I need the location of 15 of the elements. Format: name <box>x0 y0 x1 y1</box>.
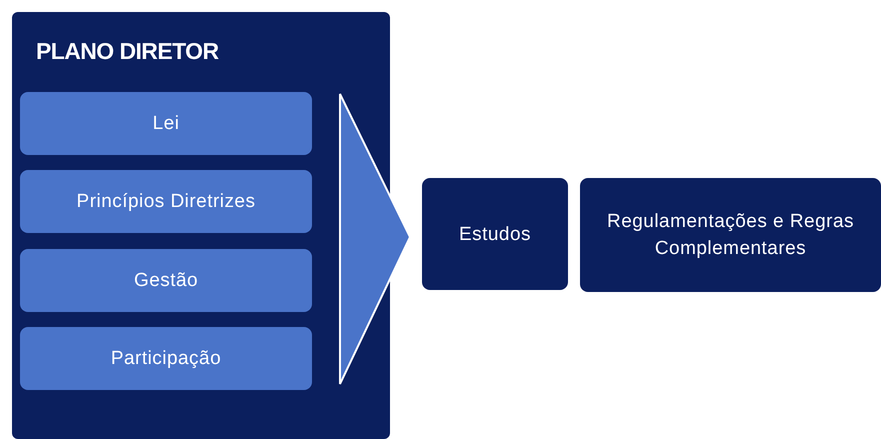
box-label: Regulamentações e Regras Complementares <box>606 210 855 261</box>
box-label: Estudos <box>459 222 531 246</box>
panel-title: PLANO DIRETOR <box>36 37 218 66</box>
process-box <box>20 170 312 233</box>
group-panel <box>12 12 390 439</box>
process-box <box>20 249 312 312</box>
box-label: Participação <box>110 347 222 371</box>
process-box <box>580 178 881 292</box>
box-label: Lei <box>152 112 180 136</box>
chevron-arrow <box>339 93 412 385</box>
process-box <box>422 178 568 290</box>
process-box <box>20 92 312 155</box>
box-label: Gestão <box>134 269 198 293</box>
box-label: Princípios Diretrizes <box>76 190 256 214</box>
process-box <box>20 327 312 390</box>
